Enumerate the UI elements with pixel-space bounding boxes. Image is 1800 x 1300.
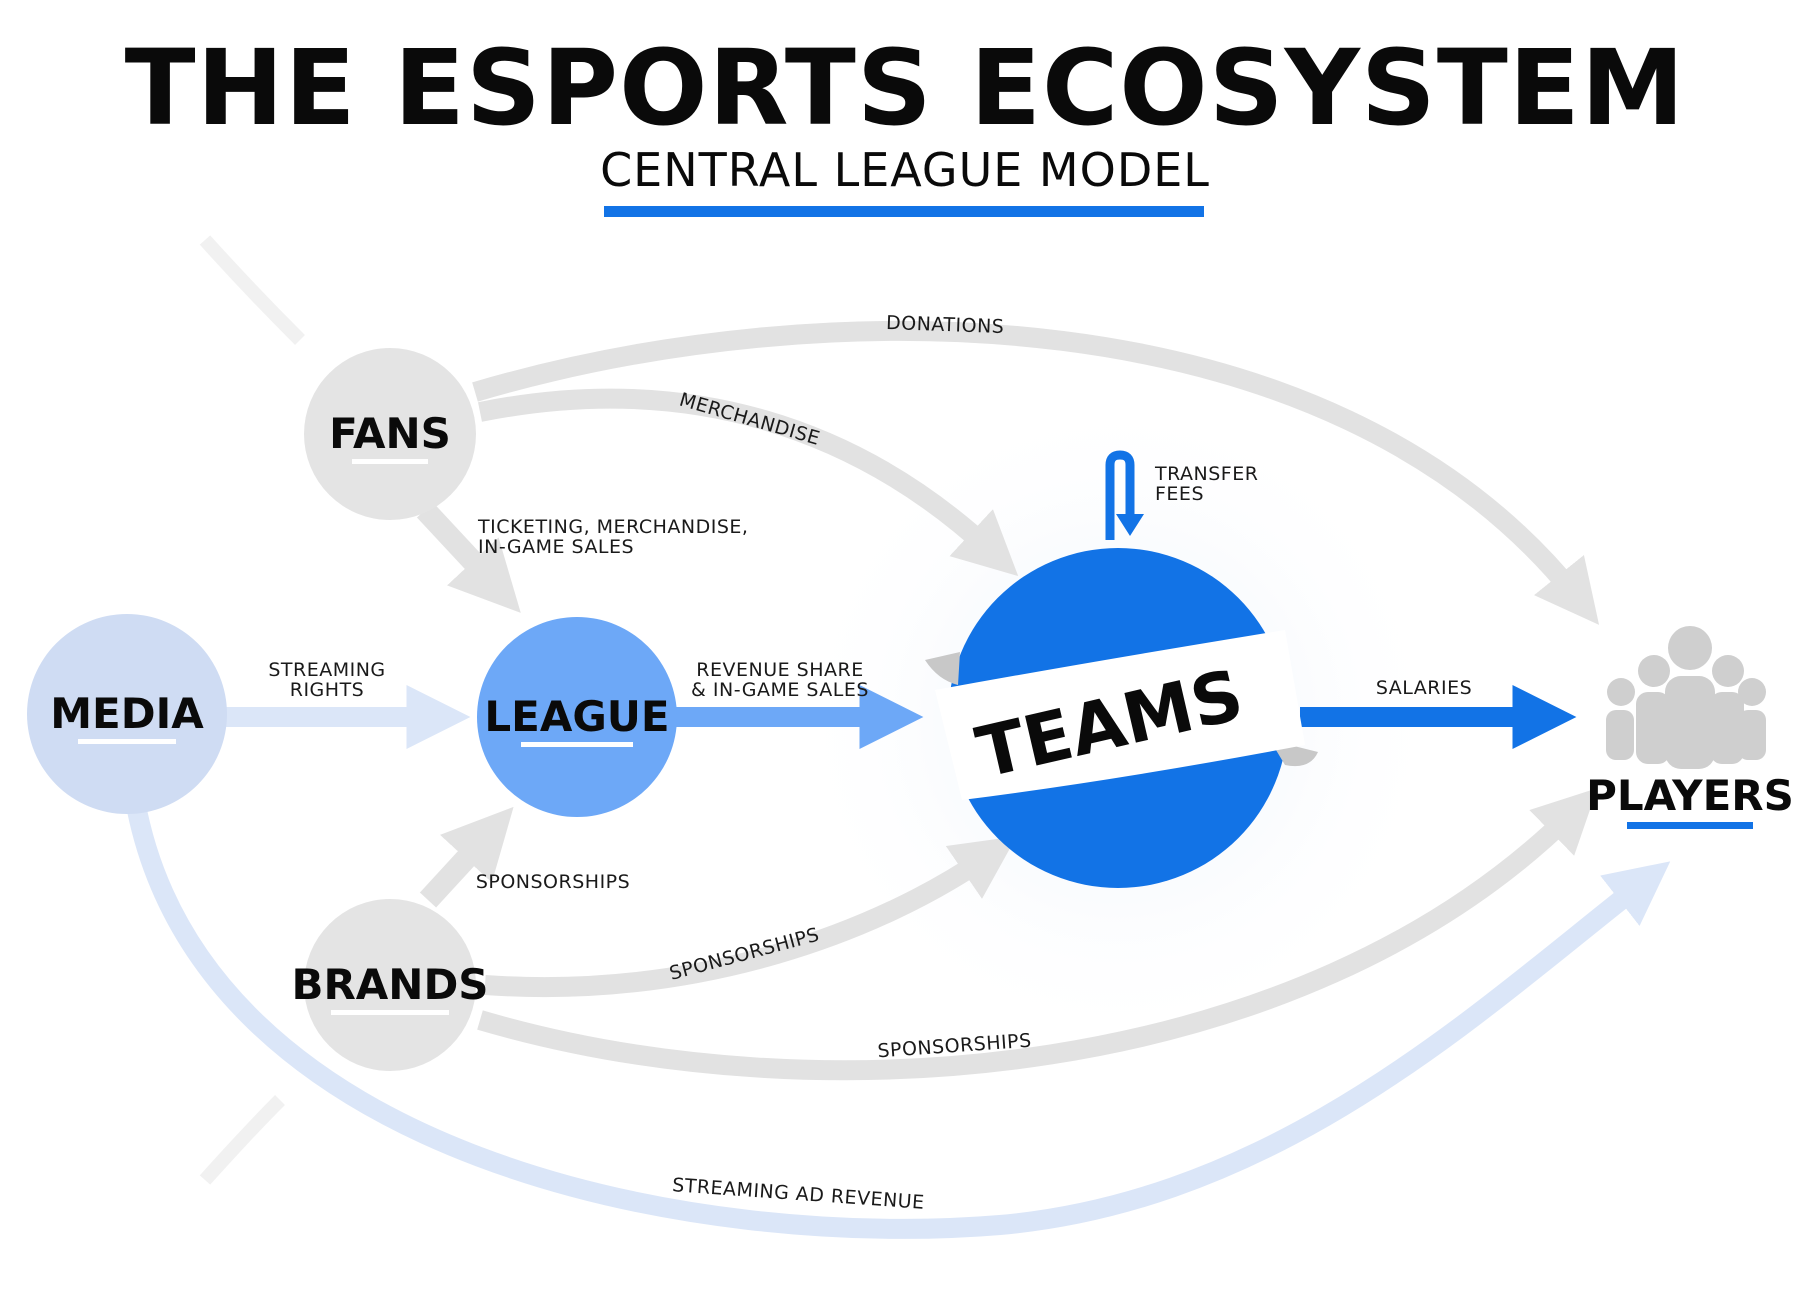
label-merchandise: MERCHANDISE — [677, 389, 823, 450]
faint-arc-bottom — [199, 1095, 285, 1185]
arrow-ticketing — [416, 502, 521, 613]
brands-node[interactable] — [304, 899, 476, 1071]
arrow-sponsorships-players — [477, 788, 1598, 1081]
media-node[interactable] — [27, 614, 227, 814]
arrow-donations — [472, 320, 1600, 625]
fans-node[interactable] — [304, 348, 476, 520]
page-subtitle: CENTRAL LEAGUE MODEL — [600, 143, 1210, 197]
subtitle-underline — [604, 206, 1204, 217]
arrow-merchandise — [478, 388, 1019, 577]
brands-label: BRANDS — [291, 960, 488, 1009]
label-revenue-share-line1: REVENUE SHARE — [696, 659, 863, 681]
players-underline — [1627, 822, 1753, 829]
label-transfer-fees-line2: FEES — [1155, 483, 1204, 505]
arrow-sponsorships-league — [419, 806, 514, 908]
label-sponsorships-league: SPONSORSHIPS — [476, 871, 630, 893]
league-underline — [521, 742, 633, 747]
group-of-people-icon — [1606, 626, 1766, 769]
arrow-sponsorships-teams — [484, 836, 1017, 998]
loop-arrow-icon — [1105, 450, 1144, 540]
league-label: LEAGUE — [484, 692, 669, 741]
arrow-streaming-ad-revenue — [125, 798, 1671, 1239]
label-ticketing-line2: IN-GAME SALES — [478, 536, 634, 558]
fans-underline — [352, 459, 428, 464]
label-donations: DONATIONS — [886, 312, 1005, 338]
faint-arc-top — [199, 235, 305, 345]
label-transfer-fees-line1: TRANSFER — [1154, 463, 1258, 485]
teams-banner[interactable] — [935, 630, 1305, 800]
fans-label: FANS — [329, 409, 451, 458]
page-title: THE ESPORTS ECOSYSTEM — [125, 27, 1686, 149]
league-node[interactable] — [477, 617, 677, 817]
media-underline — [78, 739, 176, 744]
players-label: PLAYERS — [1586, 771, 1794, 820]
media-label: MEDIA — [50, 689, 204, 738]
label-revenue-share-line2: & IN-GAME SALES — [691, 679, 869, 701]
label-streaming-rights-line1: STREAMING — [268, 659, 385, 681]
label-salaries: SALARIES — [1376, 677, 1472, 699]
label-streaming-rights-line2: RIGHTS — [290, 679, 364, 701]
brands-underline — [331, 1010, 449, 1015]
label-ticketing-line1: TICKETING, MERCHANDISE, — [477, 516, 748, 538]
